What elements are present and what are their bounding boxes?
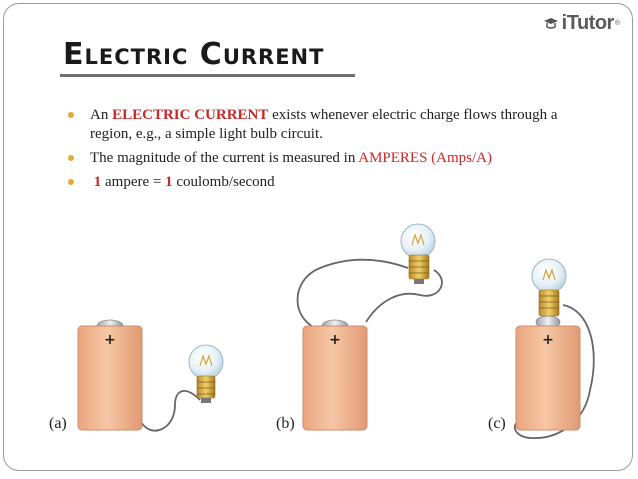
bullet-item: An ELECTRIC CURRENT exists whenever elec… <box>66 106 596 144</box>
itutor-logo: iTutor® <box>542 12 620 35</box>
logo-text: iTutor <box>561 12 615 34</box>
panel-label-a: (a) <box>49 415 67 432</box>
bullet-text: coulomb/second <box>172 174 275 190</box>
bullet-text: The magnitude of the current is measured… <box>90 150 359 166</box>
bullet-icon <box>68 155 74 161</box>
bullet-highlight: ELECTRIC CURRENT <box>112 107 269 123</box>
bullet-text: exists whenever electric charge flows th… <box>90 107 558 142</box>
panel-label-c: (c) <box>488 415 506 432</box>
panel-label-b: (b) <box>276 415 295 432</box>
title-underline <box>60 74 355 77</box>
bullet-text: An <box>90 107 113 123</box>
mortarboard-icon <box>543 17 558 29</box>
bullet-icon <box>68 112 74 118</box>
slide-title: Electric Current <box>63 37 325 72</box>
bullet-list: An ELECTRIC CURRENT exists whenever elec… <box>66 106 596 197</box>
bullet-number: 1 <box>93 174 102 190</box>
slide-frame <box>3 3 633 471</box>
logo-registered-mark: ® <box>614 20 620 27</box>
bullet-text: ampere = <box>101 174 166 190</box>
bullet-highlight: AMPERES (Amps/A) <box>358 150 493 166</box>
bullet-number: 1 <box>165 174 173 190</box>
bullet-item: 1 ampere = 1 coulomb/second <box>66 173 596 192</box>
bullet-item: The magnitude of the current is measured… <box>66 149 596 168</box>
bullet-icon <box>68 179 74 185</box>
